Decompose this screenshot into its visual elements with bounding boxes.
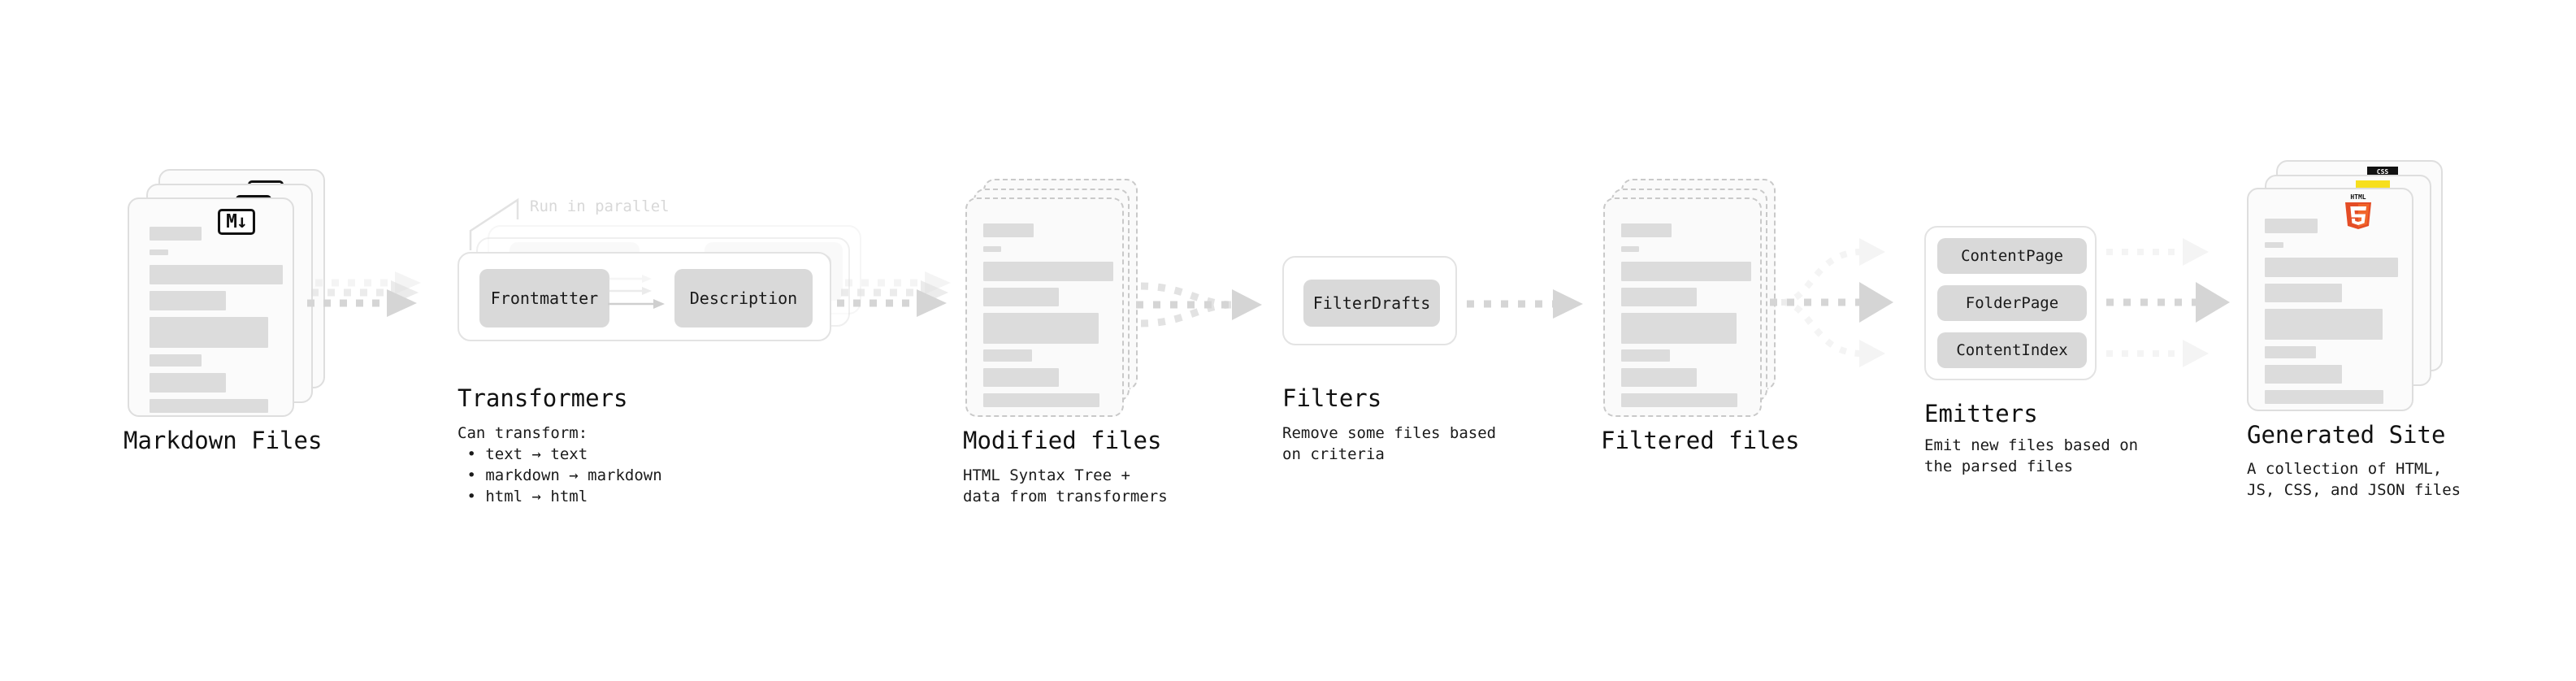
content-bar <box>1621 246 1639 252</box>
content-bar <box>150 373 226 393</box>
emitter-pill-contentindex[interactable]: ContentIndex <box>1937 332 2087 368</box>
stage-subtitle-generated-site: A collection of HTML, JS, CSS, and JSON … <box>2247 460 2461 499</box>
content-bar <box>2265 284 2342 302</box>
content-bar <box>983 288 1059 306</box>
stage-title-transformers: Transformers <box>458 384 628 412</box>
svg-text:CSS: CSS <box>2377 168 2389 176</box>
content-bar <box>1621 262 1751 281</box>
transformer-pill-description[interactable]: Description <box>674 269 813 327</box>
stage-title-generated-site: Generated Site <box>2247 421 2446 449</box>
html5-logo-icon: HTML <box>2345 193 2371 229</box>
content-bar <box>983 223 1034 237</box>
content-bar <box>1621 349 1670 362</box>
content-bar <box>2265 346 2316 358</box>
content-bar <box>2265 365 2342 384</box>
modified-card-front <box>965 197 1124 417</box>
content-bar <box>150 265 283 284</box>
content-bar <box>1621 368 1697 387</box>
stage-title-markdown-files: Markdown Files <box>124 427 323 454</box>
content-bar <box>150 399 268 413</box>
content-bar <box>1621 223 1672 237</box>
generated-card-front <box>2247 188 2413 411</box>
run-in-parallel-label: Run in parallel <box>530 197 670 215</box>
connector-transformers-to-modified-files <box>837 271 951 317</box>
content-bar <box>1621 313 1737 344</box>
content-bar <box>983 368 1059 387</box>
content-bar <box>1621 393 1737 407</box>
markdown-logo-icon: M↓ <box>218 209 255 235</box>
filters-group-box: FilterDrafts <box>1282 256 1457 345</box>
content-bar <box>2265 258 2398 277</box>
filter-pill-filterdrafts[interactable]: FilterDrafts <box>1303 280 1440 327</box>
content-bar <box>150 291 226 310</box>
connector-markdown-to-transformers <box>307 271 421 317</box>
content-bar <box>1621 288 1697 306</box>
content-bar <box>983 246 1001 252</box>
content-bar <box>983 349 1032 362</box>
stage-subtitle-emitters: Emit new files based on the parsed files <box>1924 436 2139 475</box>
stage-title-filtered-files: Filtered files <box>1601 427 1800 454</box>
transformer-group-front: Frontmatter Description <box>458 252 831 341</box>
content-bar <box>150 249 168 255</box>
content-bar <box>983 393 1099 407</box>
content-bar <box>2265 309 2383 340</box>
content-bar <box>150 354 202 367</box>
stage-title-modified-files: Modified files <box>963 427 1162 454</box>
content-bar <box>150 317 268 348</box>
connector-emitters-to-generated-site <box>2106 238 2230 367</box>
stage-title-filters: Filters <box>1282 384 1382 412</box>
connector-frontmatter-to-description <box>608 275 665 309</box>
svg-text:HTML: HTML <box>2350 193 2366 201</box>
connector-modified-files-to-filters <box>1136 282 1262 327</box>
transformer-pill-frontmatter[interactable]: Frontmatter <box>479 269 609 327</box>
content-bar <box>2265 390 2383 404</box>
content-bar <box>2265 242 2283 248</box>
content-bar <box>983 313 1099 344</box>
stage-title-emitters: Emitters <box>1924 400 2038 427</box>
emitters-group-box: ContentPage FolderPage ContentIndex <box>1924 226 2097 380</box>
run-in-parallel-bracket <box>469 197 519 250</box>
emitter-pill-contentpage[interactable]: ContentPage <box>1937 238 2087 274</box>
stage-subtitle-modified-files: HTML Syntax Tree + data from transformer… <box>963 466 1168 505</box>
content-bar <box>2265 219 2318 233</box>
stage-subtitle-filters: Remove some files based on criteria <box>1282 424 1497 463</box>
filtered-card-front <box>1603 197 1762 417</box>
connector-filters-to-filtered-files <box>1467 289 1583 319</box>
emitter-pill-folderpage[interactable]: FolderPage <box>1937 285 2087 321</box>
content-bar <box>983 262 1113 281</box>
markdown-card-front <box>128 197 294 417</box>
stage-subtitle-transformers: Can transform: • text → text • markdown … <box>458 424 662 505</box>
connector-filtered-files-to-emitters <box>1770 238 1893 367</box>
content-bar <box>150 227 202 241</box>
